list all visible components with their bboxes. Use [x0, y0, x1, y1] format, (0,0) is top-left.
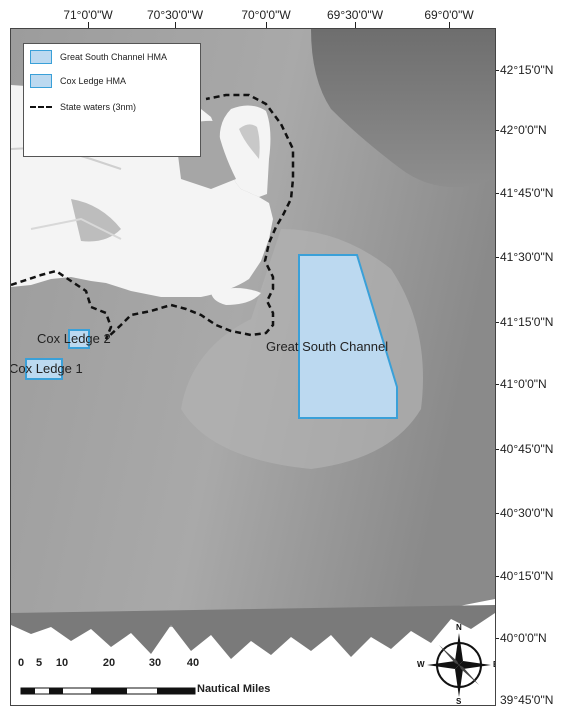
cox-ledge-2-label: Cox Ledge 2: [37, 331, 111, 346]
longitude-tick-71-0: 71°0'0"W: [63, 8, 113, 22]
great-south-channel-hma[interactable]: [298, 254, 398, 419]
latitude-tick-40-30: 40°30'0"N: [500, 506, 554, 520]
latitude-tickmark: [494, 384, 499, 385]
longitude-tickmark: [355, 22, 356, 28]
cox-ledge-1-hma[interactable]: [25, 358, 63, 380]
legend-item-state-waters: State waters (3nm): [30, 102, 136, 112]
latitude-tick-40-0: 40°0'0"N: [500, 631, 547, 645]
scale-bar-segment: [49, 688, 63, 694]
scale-tick: 10: [55, 657, 69, 669]
compass-east: E: [493, 660, 495, 669]
longitude-tick-69-30: 69°30'0"W: [326, 8, 384, 22]
latitude-tickmark: [494, 130, 499, 131]
latitude-tickmark: [494, 449, 499, 450]
legend-label: Cox Ledge HMA: [60, 76, 127, 86]
latitude-tickmark: [494, 193, 499, 194]
legend-label: State waters (3nm): [60, 102, 137, 112]
latitude-tick-41-30: 41°30'0"N: [500, 250, 554, 264]
longitude-tickmark: [449, 22, 450, 28]
compass-rose-icon: N S E W: [417, 623, 495, 706]
longitude-tick-69-0: 69°0'0"W: [424, 8, 474, 22]
cox-ledge-2-hma[interactable]: [68, 329, 90, 349]
scale-bar-segment: [157, 688, 195, 694]
latitude-tick-40-15: 40°15'0"N: [500, 569, 554, 583]
inland-feature: [30, 217, 122, 240]
scale-tick: 40: [186, 657, 200, 669]
map-frame[interactable]: Great South Channel HMA Cox Ledge HMA St…: [10, 28, 496, 706]
scale-bar-segment: [91, 688, 127, 694]
legend-swatch: [30, 50, 52, 64]
latitude-tick-41-0: 41°0'0"N: [500, 377, 547, 391]
scale-tick: 30: [148, 657, 162, 669]
latitude-tick-40-45: 40°45'0"N: [500, 442, 554, 456]
nantucket: [211, 287, 261, 305]
gulf-of-maine-deep-water: [311, 29, 495, 187]
state-waters-line: [11, 93, 295, 340]
scale-bar-segment: [21, 688, 35, 694]
scale-bar: 0 5 10 20 30 40 Nautical Miles: [17, 657, 270, 701]
legend-swatch: [30, 74, 52, 88]
latitude-tickmark: [494, 257, 499, 258]
longitude-tickmark: [266, 22, 267, 28]
latitude-tick-42-15: 42°15'0"N: [500, 63, 554, 77]
latitude-tickmark: [494, 638, 499, 639]
latitude-tick-39-45: 39°45'0"N: [500, 693, 554, 707]
legend: Great South Channel HMA Cox Ledge HMA St…: [23, 43, 201, 157]
buzzards-bay: [71, 199, 121, 242]
latitude-tick-41-45: 41°45'0"N: [500, 186, 554, 200]
cape-cod-tip-shadow: [239, 124, 260, 159]
legend-label: Great South Channel HMA: [60, 52, 168, 62]
latitude-tickmark: [494, 322, 499, 323]
scale-tick: 20: [102, 657, 116, 669]
great-south-channel-label: Great South Channel: [266, 339, 389, 354]
latitude-tickmark: [494, 576, 499, 577]
legend-item-cox-ledge: Cox Ledge HMA: [30, 74, 126, 88]
latitude-tickmark: [494, 513, 499, 514]
longitude-tick-70-30: 70°30'0"W: [146, 8, 204, 22]
longitude-tickmark: [175, 22, 176, 28]
compass-west: W: [417, 660, 425, 669]
scale-tick: 5: [35, 657, 43, 669]
scale-units: Nautical Miles: [197, 683, 271, 695]
scale-tick: 0: [17, 657, 25, 669]
legend-item-great-south-channel: Great South Channel HMA: [30, 50, 167, 64]
cox-ledge-1-label: Cox Ledge 1: [10, 361, 83, 376]
longitude-tick-70-0: 70°0'0"W: [241, 8, 291, 22]
latitude-tick-41-15: 41°15'0"N: [500, 315, 554, 329]
legend-dashed-line: [30, 106, 52, 108]
latitude-tick-42-0: 42°0'0"N: [500, 123, 547, 137]
latitude-tickmark: [494, 70, 499, 71]
compass-north: N: [456, 623, 462, 632]
marthas-vineyard: [160, 260, 196, 281]
compass-south: S: [456, 697, 462, 706]
shelf-break: [11, 605, 495, 659]
longitude-tickmark: [88, 22, 89, 28]
